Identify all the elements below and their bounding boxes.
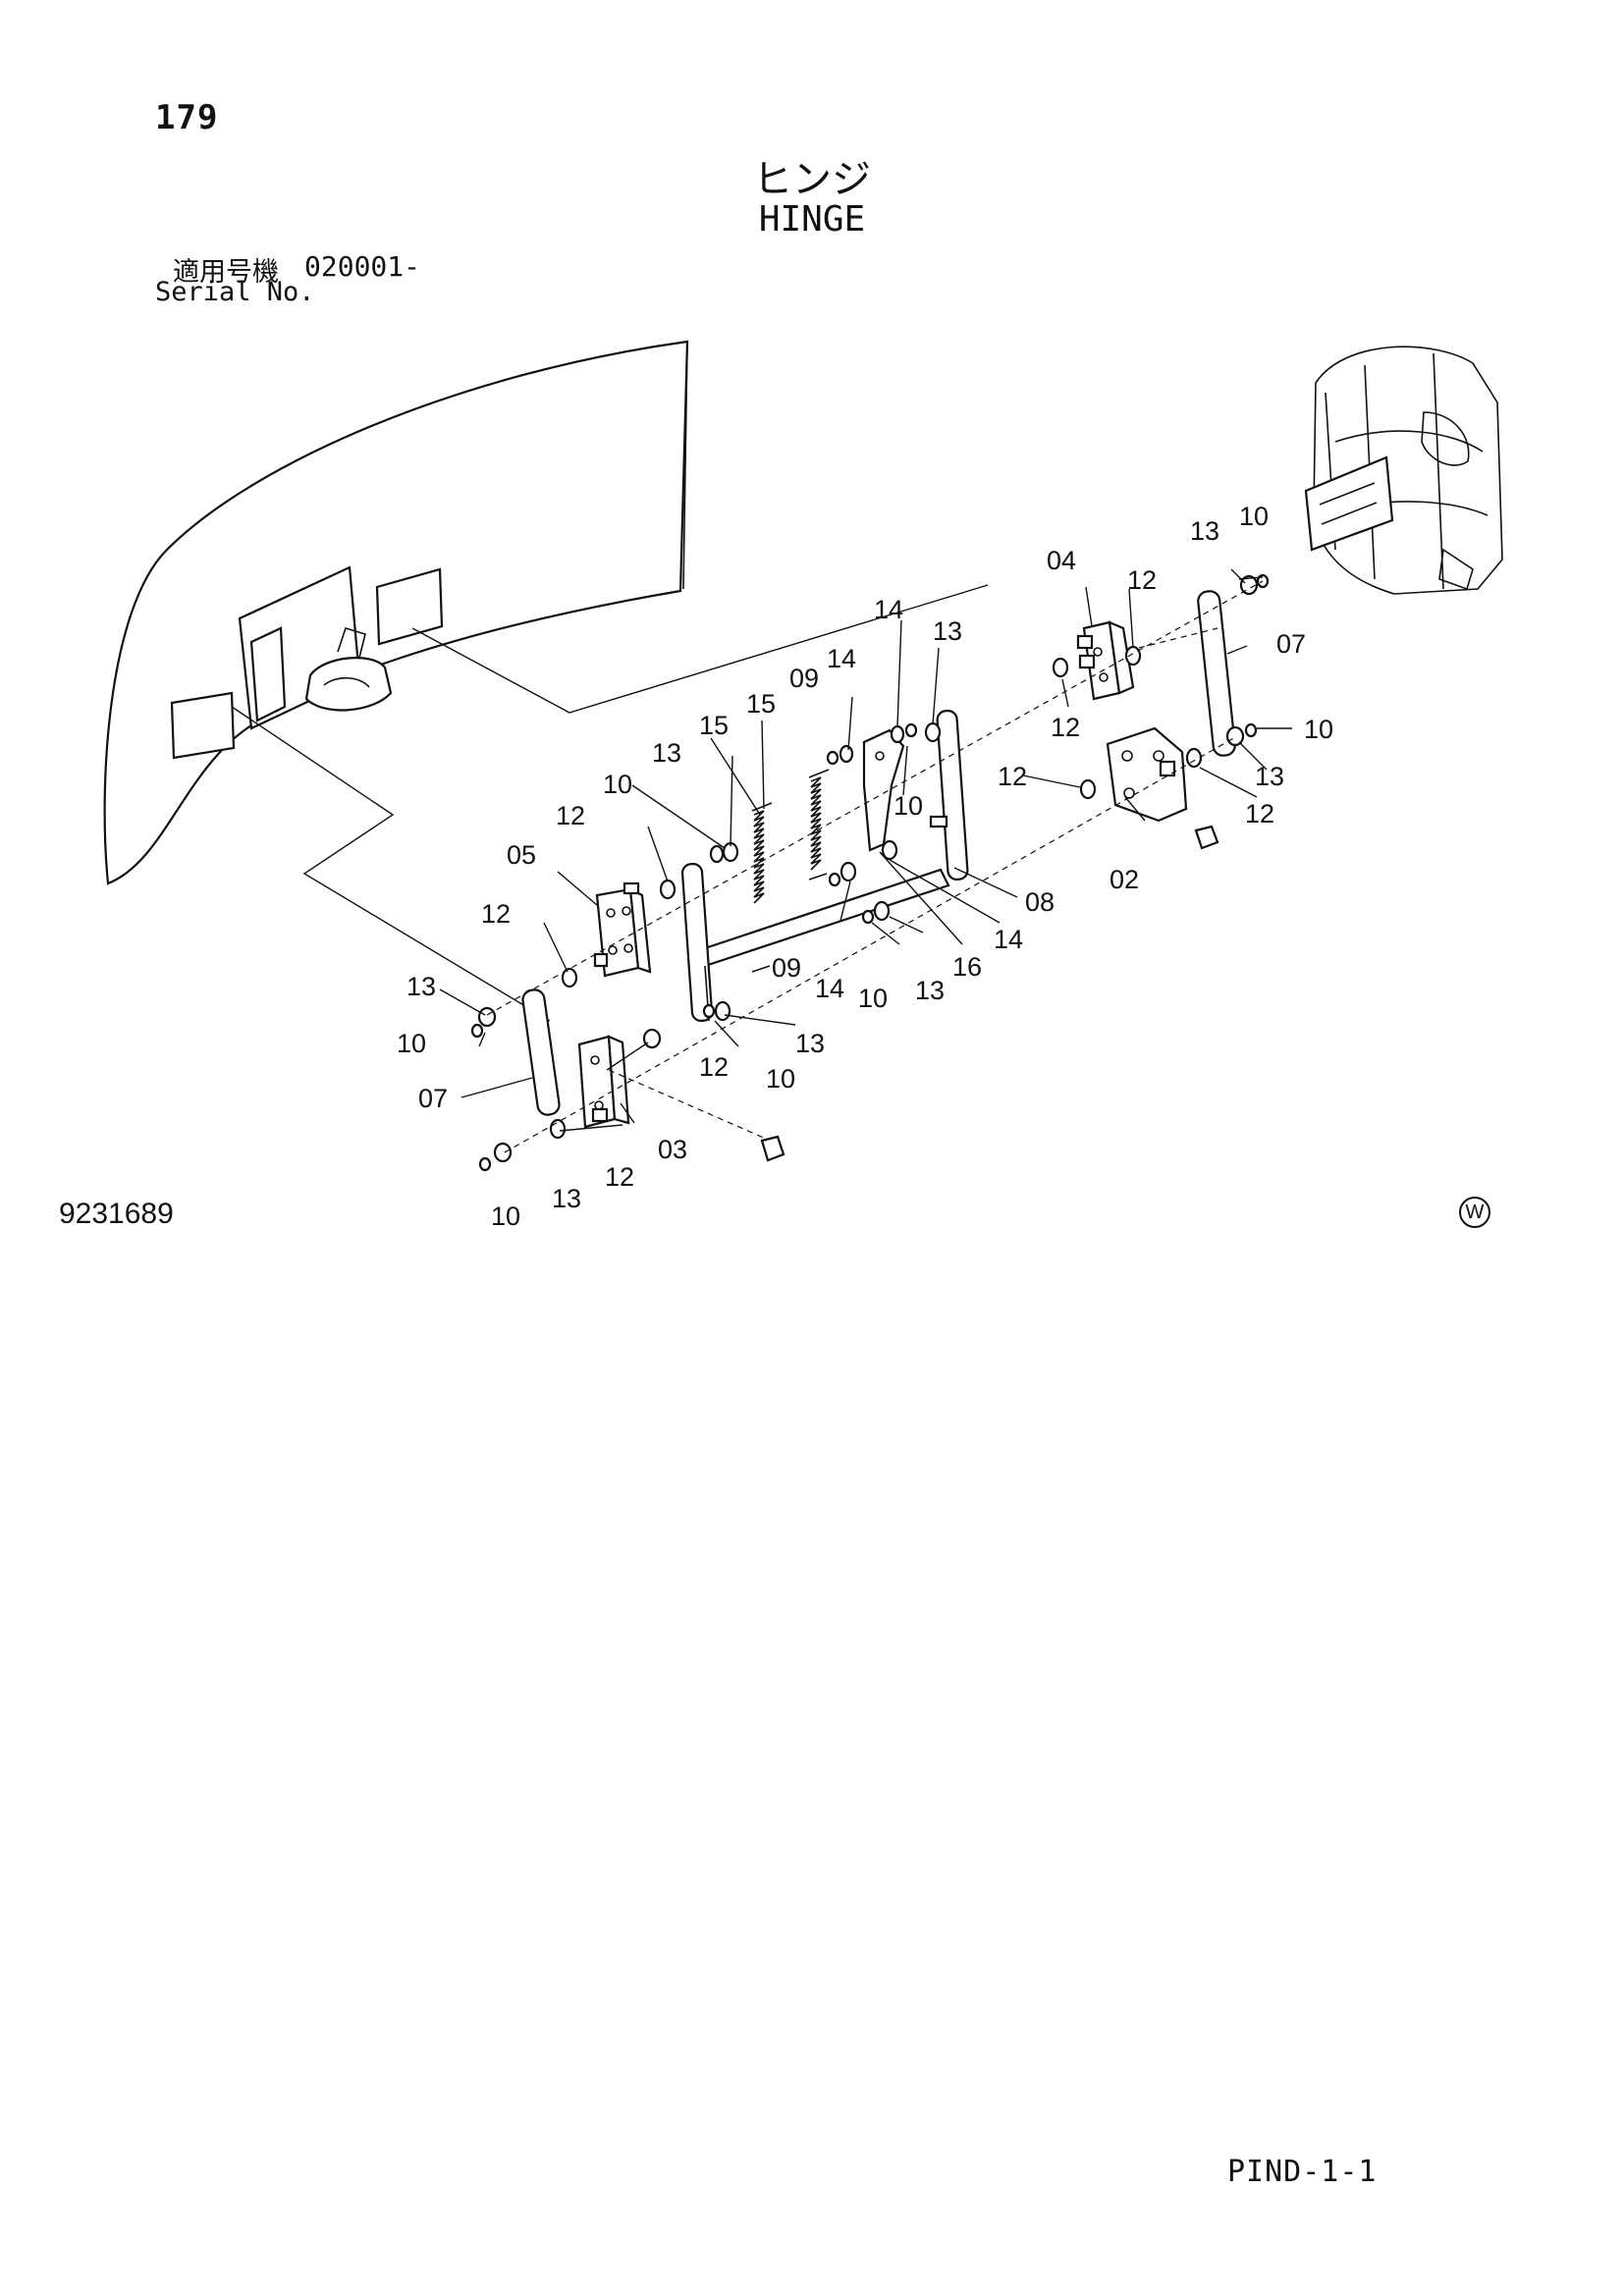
callout-16: 16 [952,952,982,982]
page-number: 179 [155,98,219,137]
center-lines [486,580,1264,1153]
callout-09-upper: 09 [789,664,819,693]
serial-label-english: Serial No. [155,277,315,307]
callout-04: 04 [1047,546,1076,575]
callout-15-left: 15 [699,711,729,740]
callout-10-upper-left: 10 [603,770,632,799]
callout-labels: 02 03 04 05 07 07 08 09 09 10 10 10 10 1… [397,502,1333,1231]
callout-13-right: 13 [1255,762,1284,791]
callout-13-left: 13 [406,972,436,1001]
callout-10-bottom: 10 [491,1201,520,1231]
cab-inset [1304,346,1503,595]
bracket-04 [1076,620,1135,701]
callout-12-lower: 12 [699,1052,729,1082]
bracket-03 [577,1035,630,1129]
callout-13-upper-left: 13 [652,738,681,768]
callout-12-left: 12 [481,899,511,929]
w-mark: W [1459,1197,1490,1228]
title-english: HINGE [758,199,866,240]
serial-label-japanese: 適用号機 [173,257,279,288]
callout-14-bottom: 14 [815,974,844,1003]
callout-10-bottom-center: 10 [766,1064,795,1094]
callout-12-top: 12 [1127,565,1157,595]
callout-07-right: 07 [1276,629,1306,659]
spring-15-right [808,769,830,881]
frame-08 [680,710,969,1022]
callout-14-top: 14 [874,595,903,624]
detail-outline [231,584,989,1022]
door-panel [103,340,689,885]
callout-10-top-right: 10 [1239,502,1269,531]
callout-13-top-right: 13 [1190,516,1219,546]
hinge-exploded-diagram: 02 03 04 05 07 07 08 09 09 10 10 10 10 1… [103,340,1503,1231]
callout-13-upper: 13 [933,616,962,646]
callout-10-right: 10 [1304,715,1333,744]
callout-03: 03 [658,1135,687,1164]
callout-07-left: 07 [418,1084,448,1113]
callout-12-mid-right: 12 [1051,713,1080,742]
callout-09-lower: 09 [772,953,801,983]
callout-08: 08 [1025,887,1055,917]
leader-lines [439,568,1292,1132]
callout-14-lower: 14 [994,925,1023,954]
callout-10-left: 10 [397,1029,426,1058]
bracket-05 [593,881,652,978]
callout-13-lower-mid: 13 [915,976,945,1005]
drawing-number: 9231689 [59,1198,174,1230]
plate-16 [862,728,905,852]
callout-12-left-mid: 12 [998,762,1027,791]
title-japanese: ヒンジ [753,157,871,202]
callout-15-right: 15 [746,689,776,719]
callout-13-bottom: 13 [552,1184,581,1213]
bracket-02 [1106,726,1219,850]
callout-10-lower-mid: 10 [858,984,888,1013]
link-07-right [1197,590,1236,757]
callout-14-upper: 14 [827,644,856,673]
serial-number: 020001- [304,250,421,283]
page-code: PIND-1-1 [1227,2155,1378,2189]
callout-12-upper-left: 12 [556,801,585,830]
callout-05: 05 [507,840,536,870]
callout-02: 02 [1110,865,1139,894]
spring-15-left [751,802,773,973]
callout-13-lower: 13 [795,1029,825,1058]
callout-12-right: 12 [1245,799,1274,828]
link-07-left [521,988,561,1116]
callout-10-center: 10 [893,791,923,821]
callout-12-bottom: 12 [605,1162,634,1192]
